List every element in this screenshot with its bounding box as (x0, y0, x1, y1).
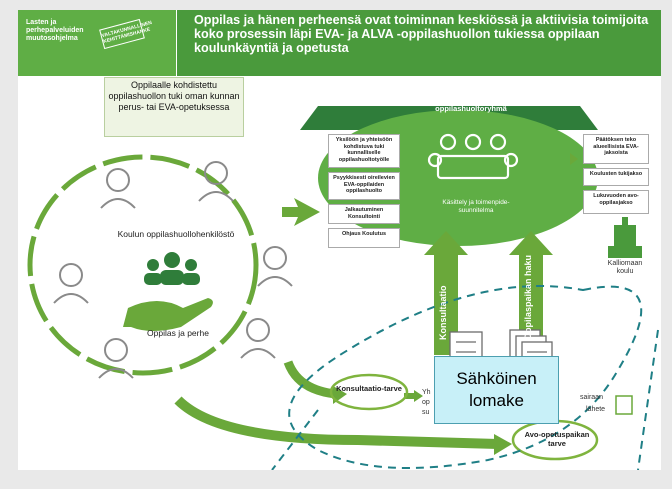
staff-icons (53, 161, 293, 379)
supporting-hand-icon (123, 298, 213, 331)
program-logo: Lasten ja perhepalveluiden muutosohjelma… (18, 10, 177, 76)
service-box-2: Psyykkisesti oireilevien EVA-oppilaiden … (328, 172, 400, 200)
fragment-left-3: su (422, 409, 430, 416)
konsultaatio-arrow-label: Konsultaatio (438, 285, 448, 340)
school-building-icon (608, 217, 642, 258)
decision-box-3: Lukuvuoden avo-oppilasjakso (583, 190, 649, 214)
person-icon-top-right (198, 161, 234, 202)
header-bar: Lasten ja perhepalveluiden muutosohjelma… (18, 10, 661, 76)
alva-process-label: Käsittely ja toimenpide-suunnitelma (442, 199, 510, 214)
arrow-up-konsultaatio (424, 231, 468, 355)
person-icon-bottom-left (98, 338, 134, 379)
person-icon-top-left (100, 168, 136, 209)
school-label: Kalliomaan koulu (607, 260, 643, 275)
family-label: Oppilas ja perhe (147, 328, 209, 338)
person-icon-right (257, 246, 293, 287)
oppilaspaikka-arrow-label: Oppilaspaikan haku (523, 254, 533, 340)
arrow-to-circle (282, 198, 320, 226)
service-box-4: Ohjaus Koulutus (328, 228, 400, 248)
care-circle (27, 154, 259, 376)
fragment-right-1: sairaan (580, 394, 603, 401)
service-box-1: Yksilöön ja yhteisöön kohdistuva tuki ku… (328, 134, 400, 168)
konsultaatio-tarve-label: Konsultaatio-tarve (336, 384, 402, 393)
fragment-left-2: op (422, 399, 430, 406)
support-description-box: Oppilaalle kohdistettu oppilashuollon tu… (104, 77, 244, 137)
person-icon-bottom-right (240, 318, 276, 359)
arrow-up-oppilaspaikka (509, 231, 553, 355)
decision-box-1: Päätöksen teko alueellisista EVA-jaksois… (583, 134, 649, 164)
dashed-annotation-ellipse (288, 285, 643, 469)
page-title: Oppilas ja hänen perheensä ovat toiminna… (194, 13, 649, 56)
slide: Lasten ja perhepalveluiden muutosohjelma… (18, 10, 661, 470)
arrow-to-konsultaatio-tarve (283, 360, 337, 399)
meeting-table-icon (427, 133, 519, 180)
family-group-icon (144, 252, 200, 285)
referral-icon (615, 395, 633, 415)
alva-title: ALVA (456, 82, 486, 94)
decision-box-2: Koulusten tukijakso (583, 168, 649, 186)
fragment-right-2: lähete (586, 406, 606, 413)
person-icon-left (53, 263, 89, 304)
callout-line-1: Sähköinen (456, 369, 537, 388)
arrow-to-avo-tarve (174, 396, 499, 449)
callout-line-2: lomake (469, 391, 524, 410)
staff-label: Koulun oppilashuollohenkilöstö (117, 229, 235, 239)
konsultaatio-ring (329, 373, 409, 411)
fragment-left-1: Yh (422, 389, 431, 396)
alva-subtitle: Alueellinen erityisen vaativan tuen oppi… (409, 95, 533, 113)
service-box-3: Jalkautuminen Konsultointi (328, 204, 400, 224)
electronic-form-callout: Sähköinen lomake (434, 356, 559, 424)
logo-text: Lasten ja perhepalveluiden muutosohjelma (26, 19, 84, 42)
avo-tarve-label: Avo-opetuspaikan tarve (524, 430, 590, 448)
arrow-to-right-column (570, 153, 578, 165)
